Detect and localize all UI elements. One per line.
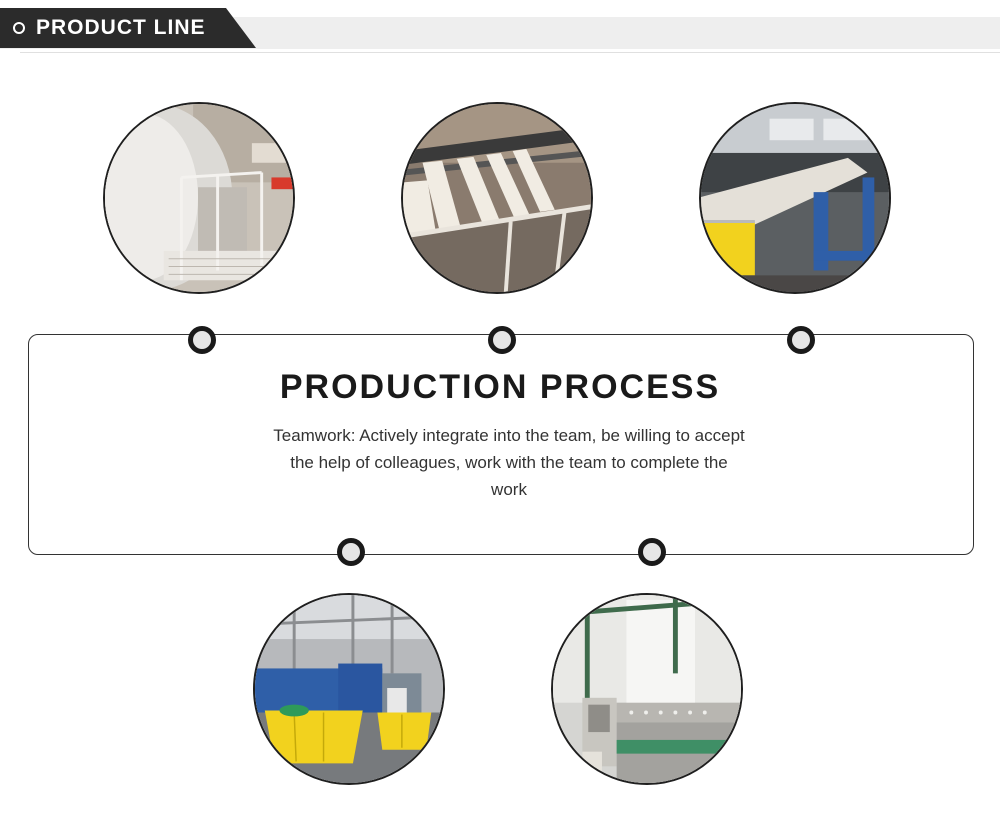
process-title: PRODUCTION PROCESS [279, 368, 721, 406]
section-title: PRODUCT LINE [36, 16, 206, 39]
factory-photo-vessels [103, 102, 295, 294]
connector-node-icon [638, 538, 666, 566]
connector-node-icon [488, 326, 516, 354]
connector-node-icon [337, 538, 365, 566]
factory-photo-dryer [551, 593, 743, 785]
factory-photo-fabric-machine [699, 102, 891, 294]
connector-node-icon [787, 326, 815, 354]
header-divider [20, 52, 1000, 53]
process-description: Teamwork: Actively integrate into the te… [273, 426, 745, 499]
circle-bullet-icon [13, 22, 25, 34]
section-header-tab [0, 8, 256, 48]
production-process-panel [28, 334, 974, 555]
factory-photo-rollers [401, 102, 593, 294]
connector-node-icon [188, 326, 216, 354]
factory-photo-carts [253, 593, 445, 785]
